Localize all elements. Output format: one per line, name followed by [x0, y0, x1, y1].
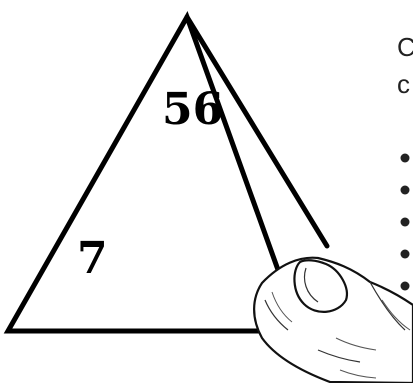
hand-pointing-icon	[254, 258, 413, 383]
side-text-line-1: C	[397, 32, 413, 62]
bullet-4	[401, 250, 410, 259]
bullet-2	[401, 186, 410, 195]
bullet-3	[401, 218, 410, 227]
triangle-top-number: 56	[162, 84, 223, 135]
bullet-5	[401, 282, 410, 291]
fact-triangle	[8, 17, 300, 331]
triangle-bottom-left-number: 7	[77, 233, 108, 284]
bullet-list	[401, 154, 410, 291]
bullet-1	[401, 154, 410, 163]
side-text-line-2: c	[397, 69, 410, 99]
